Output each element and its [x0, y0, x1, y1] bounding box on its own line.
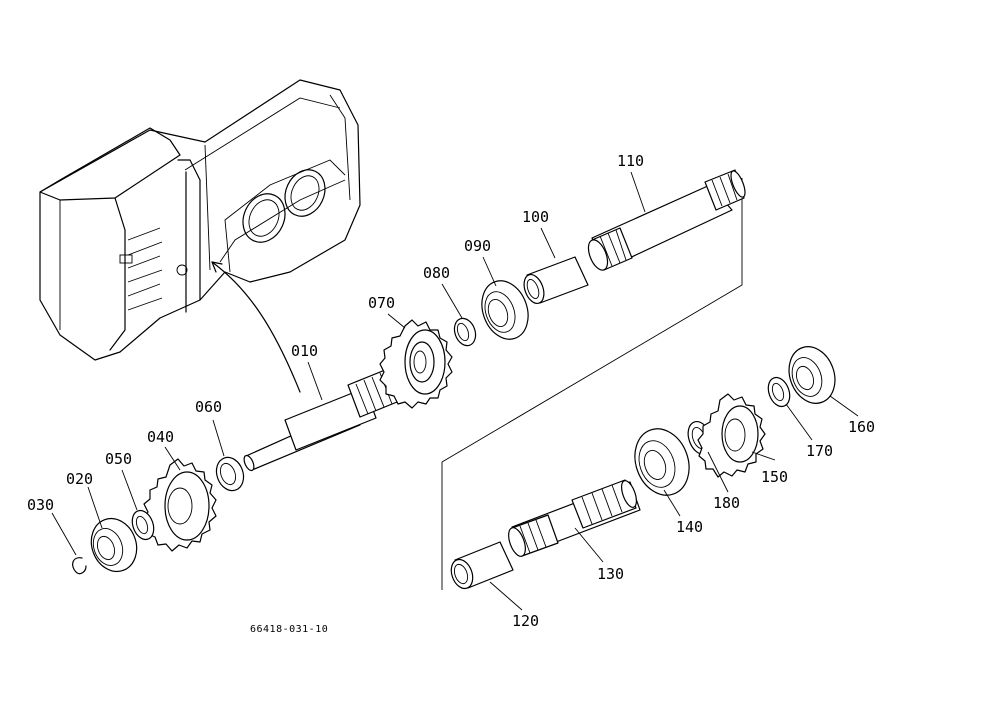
part-040-gear	[143, 458, 217, 552]
label-020: 020	[66, 470, 93, 488]
label-030: 030	[27, 496, 54, 514]
part-110-shaft	[587, 169, 746, 271]
part-170-collar	[767, 376, 791, 408]
part-070-gear	[379, 319, 453, 409]
part-130-shaft	[508, 479, 641, 557]
label-010: 010	[291, 342, 318, 360]
label-100: 100	[522, 208, 549, 226]
part-160-bearing	[788, 346, 836, 404]
label-120: 120	[512, 612, 539, 630]
label-060: 060	[195, 398, 222, 416]
part-020-bearing	[90, 517, 138, 573]
label-140: 140	[676, 518, 703, 536]
part-080-collar	[453, 317, 477, 347]
label-160: 160	[848, 418, 875, 436]
part-030-circlip	[72, 557, 87, 575]
part-120-sleeve	[450, 541, 514, 590]
label-110: 110	[617, 152, 644, 170]
label-170: 170	[806, 442, 833, 460]
part-150-gear	[697, 393, 766, 478]
part-labels: 010 020 030 040 050 060 070 080 090 100 …	[27, 152, 875, 630]
part-050-collar	[131, 509, 155, 541]
part-060-collar	[215, 456, 245, 492]
transmission-housing	[39, 79, 361, 361]
label-150: 150	[761, 468, 788, 486]
label-090: 090	[464, 237, 491, 255]
drawing-number: 66418-031-10	[250, 624, 329, 635]
label-040: 040	[147, 428, 174, 446]
group-bracket	[441, 178, 743, 590]
part-140-bearing	[634, 428, 690, 496]
part-100-sleeve	[523, 256, 589, 305]
label-130: 130	[597, 565, 624, 583]
label-070: 070	[368, 294, 395, 312]
leader-lines	[51, 171, 859, 611]
part-090-bearing	[481, 280, 529, 340]
label-080: 080	[423, 264, 450, 282]
assembly-arrow	[211, 261, 301, 393]
label-050: 050	[105, 450, 132, 468]
label-180: 180	[713, 494, 740, 512]
